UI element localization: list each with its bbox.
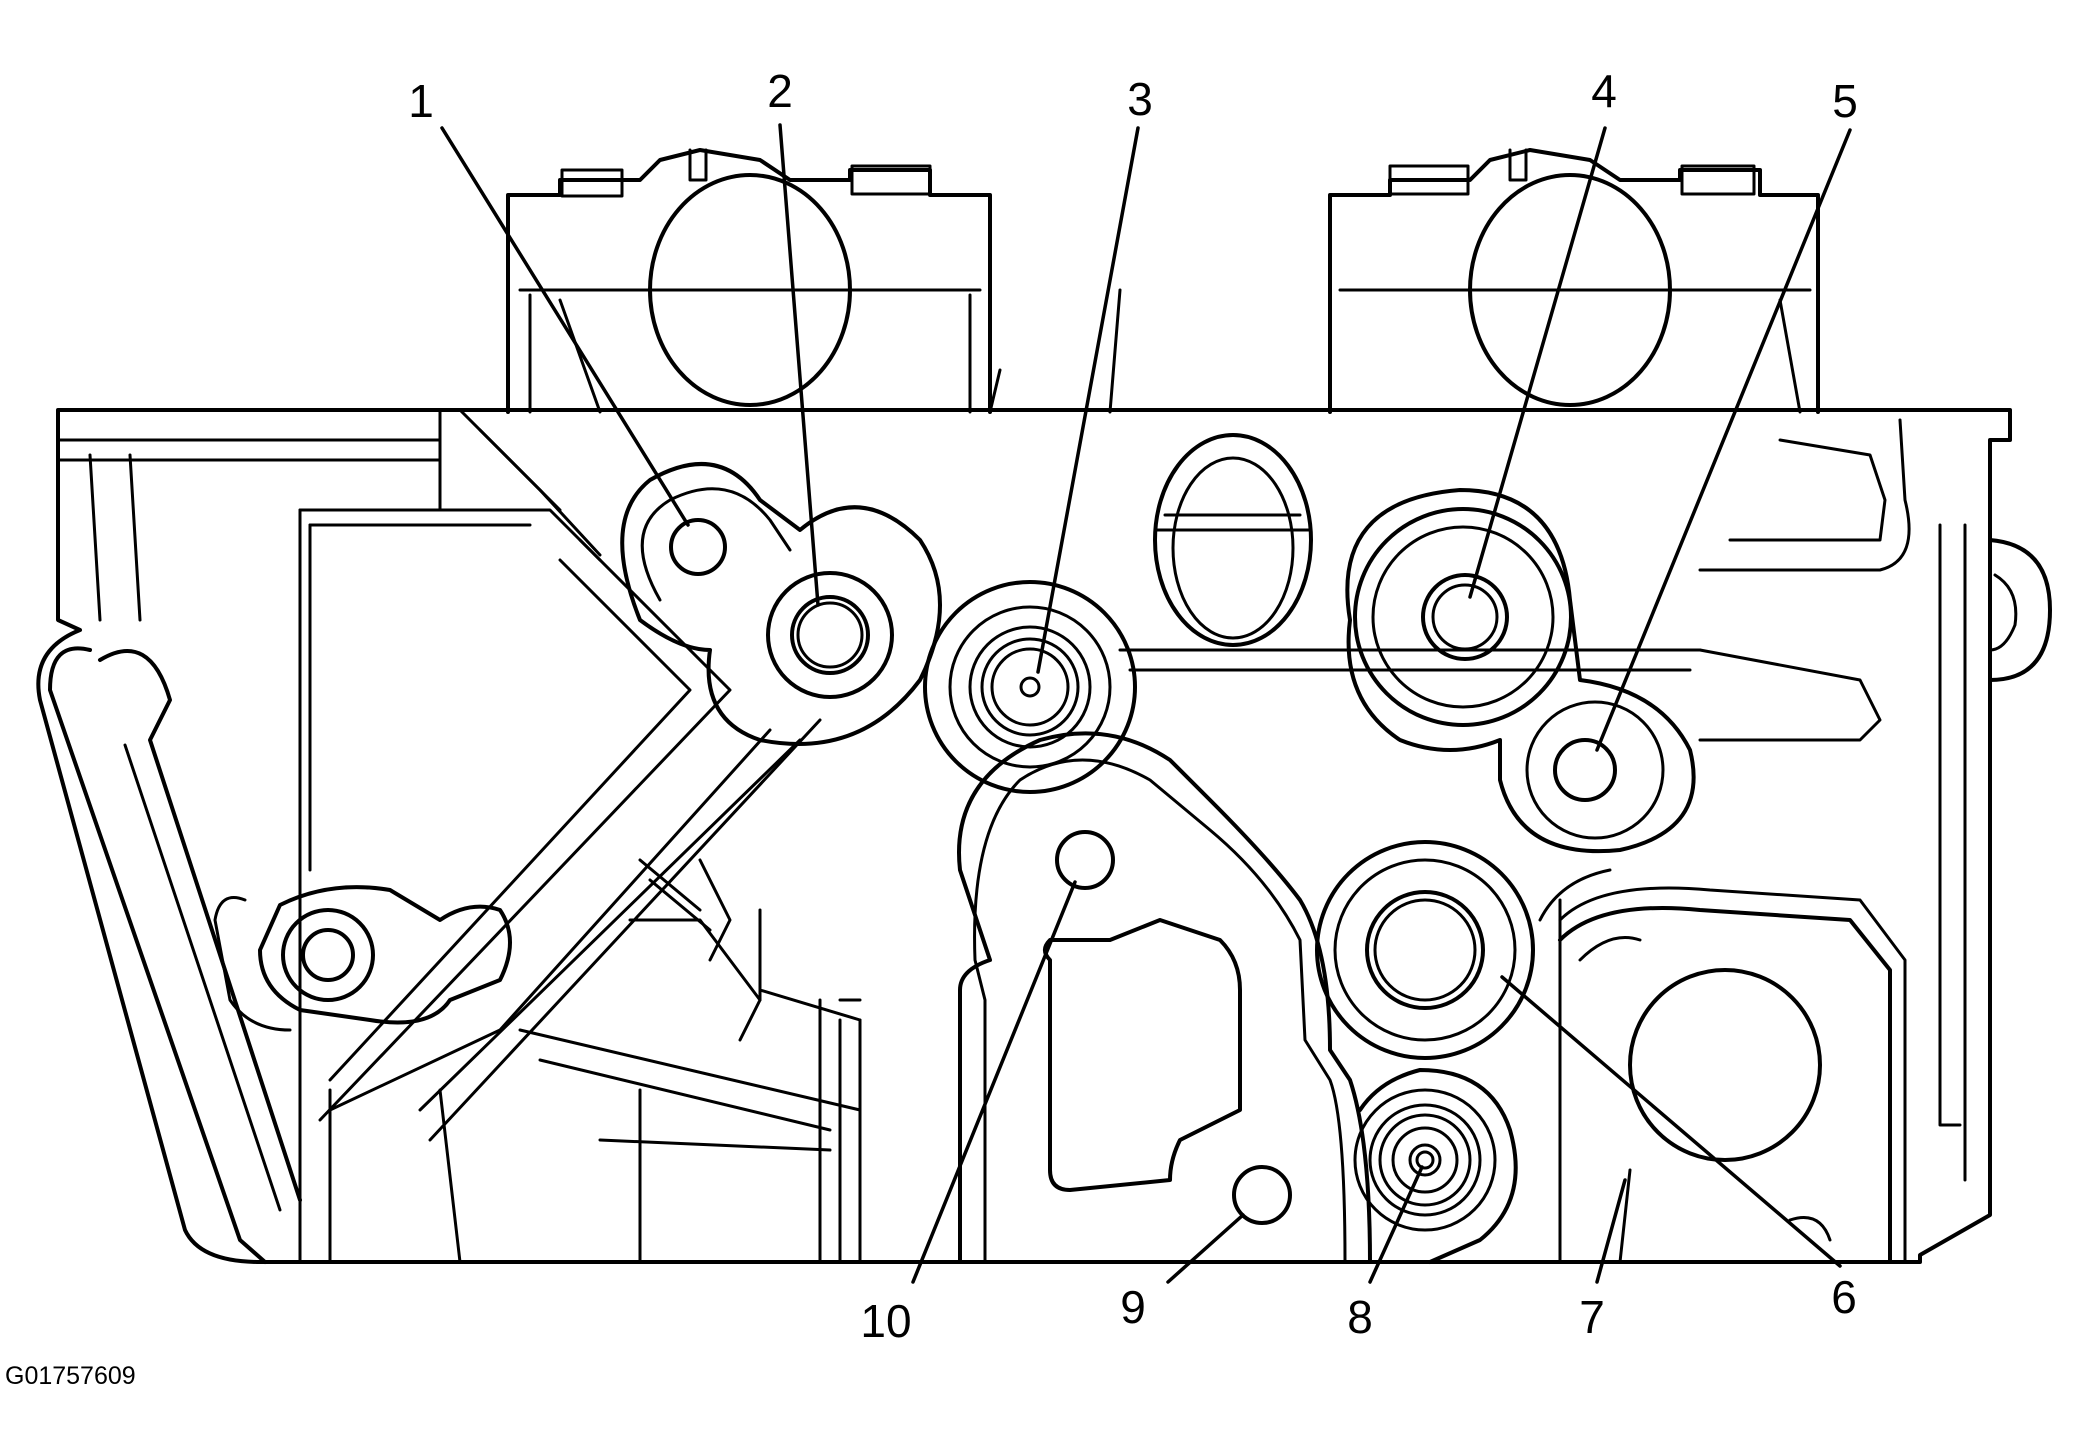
leader-10 <box>911 880 1077 1284</box>
boss-4-5 <box>1345 488 1696 854</box>
callout-2: 2 <box>767 65 793 117</box>
callout-4: 4 <box>1591 65 1617 117</box>
casting-plate <box>957 731 1372 1264</box>
callout-3: 3 <box>1127 73 1153 125</box>
leader-3 <box>1036 126 1140 674</box>
callout-5: 5 <box>1832 75 1858 127</box>
callout-9: 9 <box>1120 1281 1146 1333</box>
bore-7 <box>1558 886 1907 1264</box>
bore-3 <box>923 580 1137 794</box>
leader-7 <box>1595 1178 1627 1284</box>
lower-left-boss <box>213 858 862 1032</box>
leader-8 <box>1368 1165 1424 1284</box>
callout-8: 8 <box>1347 1291 1373 1343</box>
cylinder-head-body <box>36 408 2052 1264</box>
callout-1: 1 <box>408 75 434 127</box>
camshaft-caps <box>506 148 1820 414</box>
leader-5 <box>1595 128 1852 752</box>
callout-10: 10 <box>860 1295 911 1347</box>
leader-2 <box>778 123 820 607</box>
leader-9 <box>1166 1213 1245 1284</box>
callout-6: 6 <box>1831 1271 1857 1323</box>
boss-1-2 <box>620 462 942 746</box>
callout-labels: 1 2 3 4 5 6 7 8 9 10 <box>408 65 1858 1347</box>
diagonal-ribs <box>318 538 862 1264</box>
figure-id: G01757609 <box>5 1362 136 1390</box>
leader-4 <box>1468 126 1607 599</box>
callout-7: 7 <box>1579 1291 1605 1343</box>
leader-6 <box>1500 975 1842 1268</box>
leader-1 <box>440 126 690 527</box>
bore-8 <box>1353 1068 1518 1264</box>
oval-port <box>1153 433 1313 647</box>
leader-lines <box>440 123 1852 1284</box>
bore-6 <box>1315 840 1612 1060</box>
